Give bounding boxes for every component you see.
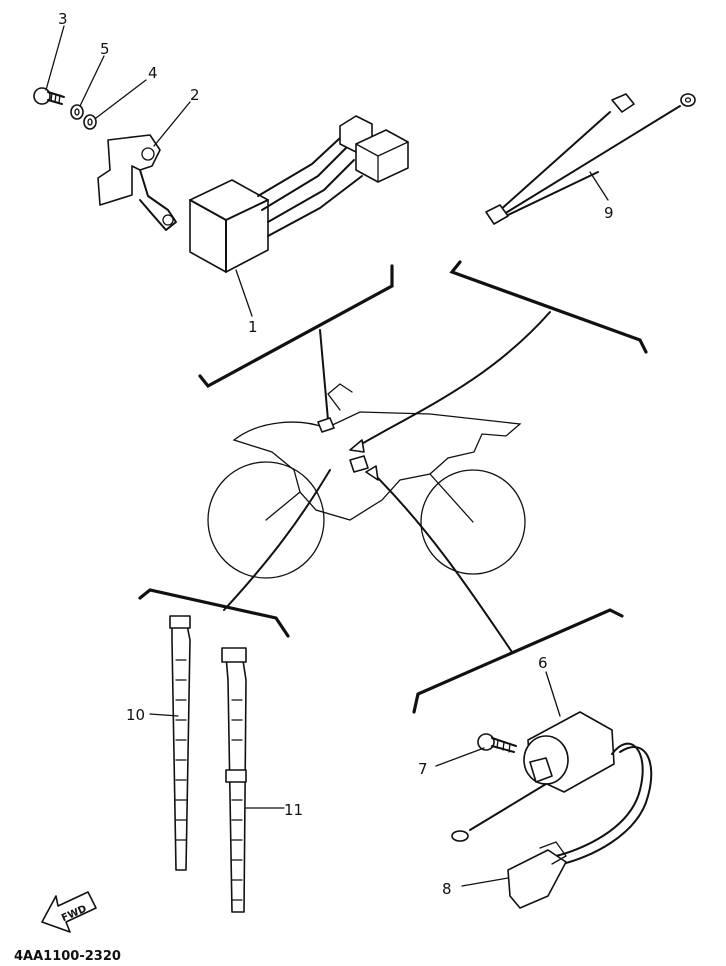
wire-harness-part [485, 93, 696, 225]
leader-line-8 [461, 877, 509, 887]
callout-8: 8 [442, 880, 452, 898]
cable-band-long-part [221, 647, 247, 913]
callout-11: 11 [284, 801, 303, 819]
motorcycle-outline [207, 383, 526, 579]
mounting-bolt-part [477, 733, 517, 753]
callout-7: 7 [418, 760, 428, 778]
callout-1: 1 [248, 318, 258, 336]
callout-10: 10 [126, 706, 145, 724]
pointer-line-bands [223, 469, 331, 611]
callout-6: 6 [538, 654, 548, 672]
pointer-line-coil [371, 471, 513, 653]
callout-2: 2 [190, 86, 200, 104]
fwd-arrow-icon: FWD [41, 891, 97, 933]
leader-line-4 [95, 79, 147, 119]
cdi-unit-part [189, 115, 409, 273]
pointer-arrowhead-harness [349, 439, 365, 453]
bolt-part [33, 87, 65, 105]
group-bracket-bottom-right [412, 608, 624, 714]
callout-3: 3 [58, 10, 68, 28]
ignition-coil-part [451, 711, 615, 842]
diagram-code: 4AA1100-2320 [14, 949, 121, 964]
cable-band-short-part [169, 615, 191, 871]
leader-line-7 [435, 747, 485, 767]
group-bracket-top-left [198, 264, 394, 389]
leader-line-10 [149, 713, 179, 717]
leader-line-1 [235, 269, 253, 317]
callout-5: 5 [100, 40, 110, 58]
pointer-arrowhead-coil [365, 465, 379, 481]
pointer-line-harness [357, 311, 551, 447]
group-bracket-top-right [449, 260, 648, 354]
callout-9: 9 [604, 204, 614, 222]
leader-line-2 [153, 101, 191, 147]
plain-washer-part [83, 114, 97, 130]
leader-line-3 [45, 25, 65, 91]
group-bracket-bottom-left [138, 588, 290, 638]
leader-line-5 [79, 55, 105, 107]
leader-line-9 [589, 171, 609, 201]
spark-plug-cap-part [507, 742, 653, 909]
pointer-line-cdi [319, 329, 329, 421]
leader-line-6 [545, 671, 561, 717]
bracket-part [97, 134, 177, 231]
callout-4: 4 [148, 64, 158, 82]
lock-washer-part [70, 104, 84, 120]
